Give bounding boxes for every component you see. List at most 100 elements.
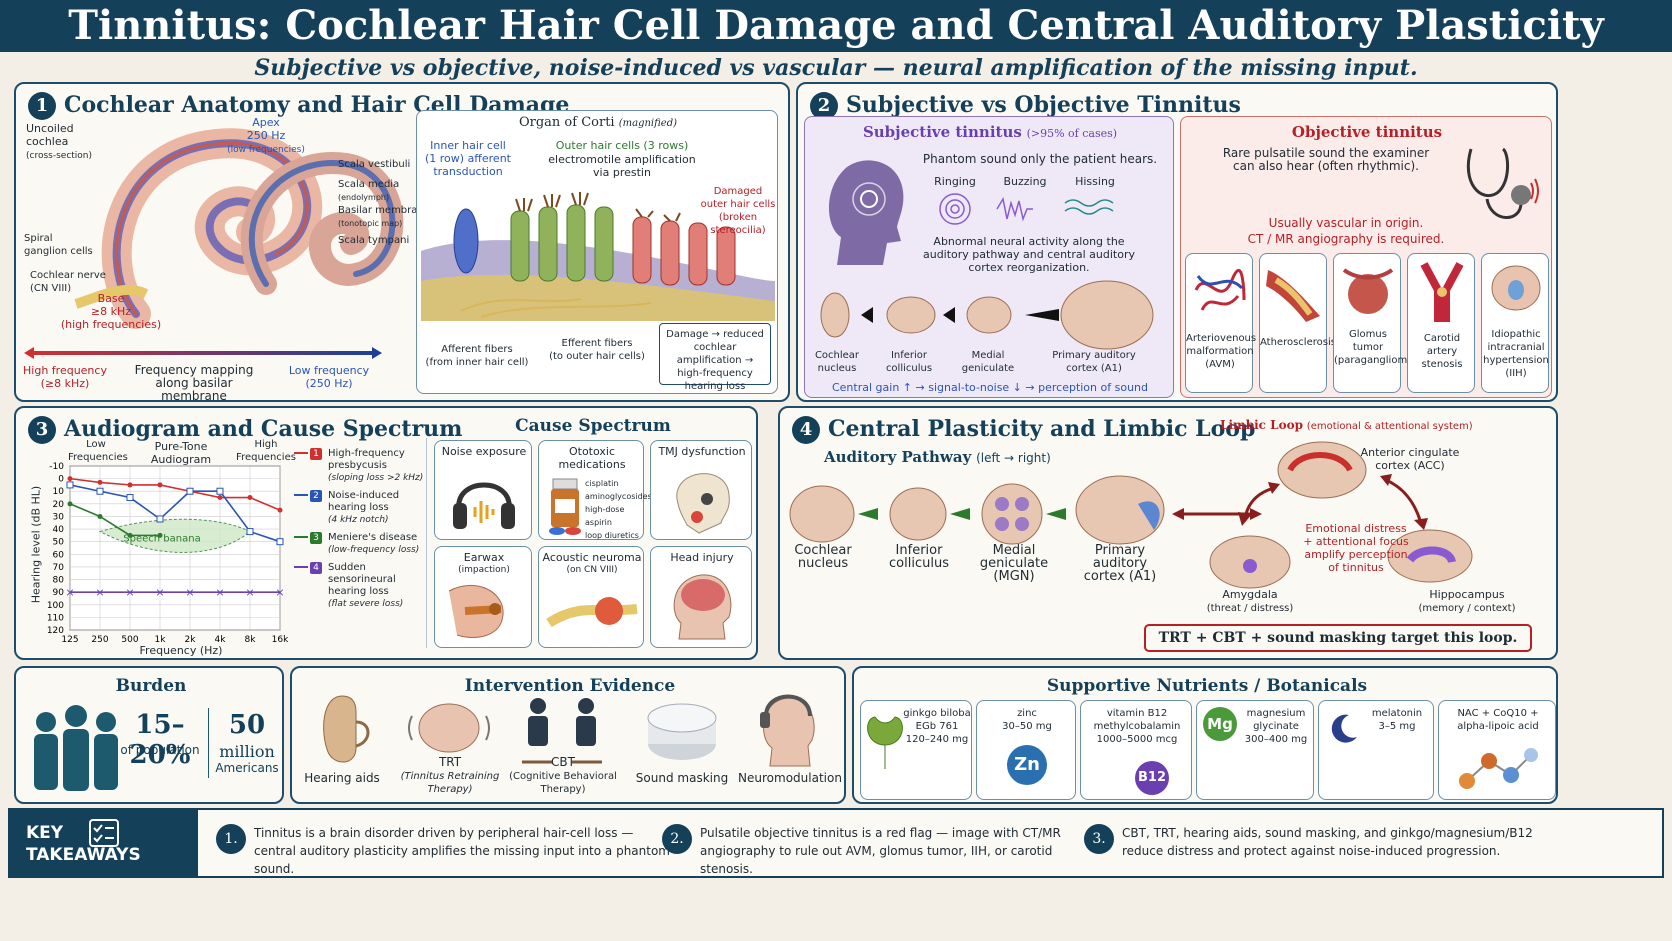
corti-illustration — [421, 192, 775, 321]
data-point: × — [155, 586, 164, 599]
data-point — [246, 528, 254, 536]
cn-text: Cochlear nerve — [30, 270, 106, 281]
x-tick-label: 8k — [245, 635, 257, 645]
nutrient-name: NAC + CoQ10 + — [1457, 708, 1539, 719]
panel-burden: Burden 15–20% of population 50 million A… — [14, 666, 284, 804]
ginkgo-leaf-icon — [867, 716, 903, 769]
panel-nutrients: Supportive Nutrients / Botanicals ginkgo… — [852, 666, 1558, 804]
data-point: × — [95, 586, 104, 599]
pathway-title-text: Auditory Pathway — [824, 448, 972, 466]
hearing-aid-icon — [323, 695, 370, 763]
cbt-session-icon — [522, 698, 602, 764]
nutrient-name-2: alpha-lipoic acid — [1457, 721, 1539, 732]
cause-tile-label: TMJ dysfunction — [658, 445, 746, 458]
data-point — [247, 495, 253, 501]
subjective-title: Subjective tinnitus (>95% of cases) — [805, 123, 1175, 141]
cause-card: Carotid artery stenosis — [1407, 253, 1475, 393]
data-point — [66, 481, 74, 489]
cause-spectrum-title: Cause Spectrum — [515, 416, 671, 436]
legend-swatch — [294, 536, 308, 538]
molecule-icon — [1459, 748, 1538, 789]
intervention-label: Sound masking — [635, 771, 729, 785]
apex-hz: 250 Hz — [246, 129, 286, 142]
hf-text: High frequency — [23, 364, 107, 377]
legend-subtext: (4 kHz notch) — [328, 515, 389, 525]
divider — [426, 438, 427, 648]
eff-note: (to outer hair cells) — [549, 351, 645, 362]
cause-tile: Noise exposure — [434, 440, 532, 540]
amygdala-label: Amygdala(threat / distress) — [1200, 588, 1300, 615]
x-tick-label: 1k — [155, 635, 167, 645]
data-point — [276, 538, 284, 546]
path-node: Primary auditory cortex (A1) — [1052, 350, 1136, 374]
takeaway-line: Pulsatile objective tinnitus is a red fl… — [700, 826, 1061, 840]
y-tick-label: -10 — [49, 462, 64, 472]
takeaway-line: reduce distress and protect against nois… — [1122, 844, 1501, 858]
nutrient-dose: 30–50 mg — [1002, 721, 1052, 732]
panel-title-text: Subjective vs Objective Tinnitus — [846, 92, 1241, 118]
takeaway-number: 1. — [216, 824, 246, 854]
scala-vestibuli-label: Scala vestibuli — [338, 159, 411, 170]
cause-tile: Acoustic neuroma(on CN VIII) — [538, 546, 644, 648]
medication-item: high-dose aspirin — [585, 505, 625, 527]
y-tick-label: 20 — [53, 500, 65, 510]
pathway-direction: (left → right) — [976, 451, 1051, 465]
takeaways-label-1: KEY — [26, 823, 64, 843]
cause-label: Arteriovenous malformation (AVM) — [1186, 333, 1257, 370]
checklist-icon — [89, 819, 119, 847]
legend-number: 2 — [310, 490, 322, 502]
y-tick-label: 0 — [58, 475, 64, 485]
data-point — [67, 476, 73, 482]
scala-media-note: (endolymph) — [338, 193, 390, 202]
legend-number: 4 — [310, 562, 322, 574]
legend-number: 1 — [310, 448, 322, 460]
skull-icon — [676, 473, 730, 534]
nutrient-dose: 120–240 mg — [905, 734, 969, 745]
basilar-membrane-label: Basilar membrane(tonotopic map) — [338, 204, 430, 230]
pathway-node-labels: Cochlear nucleus Inferior colliculus Med… — [788, 544, 1188, 594]
nutrient-form: methylcobalamin — [1093, 721, 1181, 732]
low-frequency-label: Low frequency(250 Hz) — [284, 364, 374, 390]
basilar-note: (tonotopic map) — [338, 219, 403, 228]
intervention-label: Neuromodulation — [738, 771, 842, 785]
uncoiled-text: Uncoiled cochlea — [26, 122, 74, 148]
x-tick-label: 2k — [185, 635, 197, 645]
cause-card: Atherosclerosis — [1259, 253, 1336, 393]
outer-hair-cells-note: electromotile amplification via prestin — [548, 153, 696, 179]
cause-tile: Earwax(impaction) — [434, 546, 532, 648]
data-point: × — [125, 586, 134, 599]
pathway-node: Cochlear nucleus — [794, 543, 852, 571]
head-injury-icon — [673, 574, 732, 640]
cause-card: Arteriovenous malformation (AVM) — [1185, 253, 1257, 393]
data-point — [97, 479, 103, 485]
base-text: Base — [97, 292, 125, 305]
scala-media-label: Scala media(endolymph) — [338, 178, 399, 204]
phantom-text: Phantom sound only the patient hears. — [922, 152, 1158, 166]
legend-swatch — [294, 566, 308, 568]
cause-tile: Ototoxic medications cisplatin aminoglyc… — [538, 440, 652, 540]
burden-percentage-note: of population — [120, 743, 200, 757]
legend-swatch — [294, 494, 308, 496]
corti-text: Organ of Corti — [518, 115, 615, 130]
cochlear-nerve-label: Cochlear nerve(CN VIII) — [30, 269, 106, 295]
takeaway-text: CBT, TRT, hearing aids, sound masking, a… — [1122, 824, 1552, 860]
hf-hz: (≥8 kHz) — [40, 377, 90, 390]
cause-spectrum-grid: Noise exposure Ototoxic medications cisp… — [434, 440, 752, 650]
cause-label: Atherosclerosis — [1260, 337, 1336, 348]
scala-tympani-label: Scala tympani — [338, 235, 410, 246]
lf-text: Low frequency — [288, 364, 370, 377]
zinc-badge-icon: Zn — [1007, 745, 1047, 785]
nutrient-name: melatonin — [1371, 708, 1423, 719]
y-tick-label: 120 — [47, 626, 64, 636]
data-point: × — [185, 586, 194, 599]
head-silhouette-icon — [828, 160, 904, 265]
